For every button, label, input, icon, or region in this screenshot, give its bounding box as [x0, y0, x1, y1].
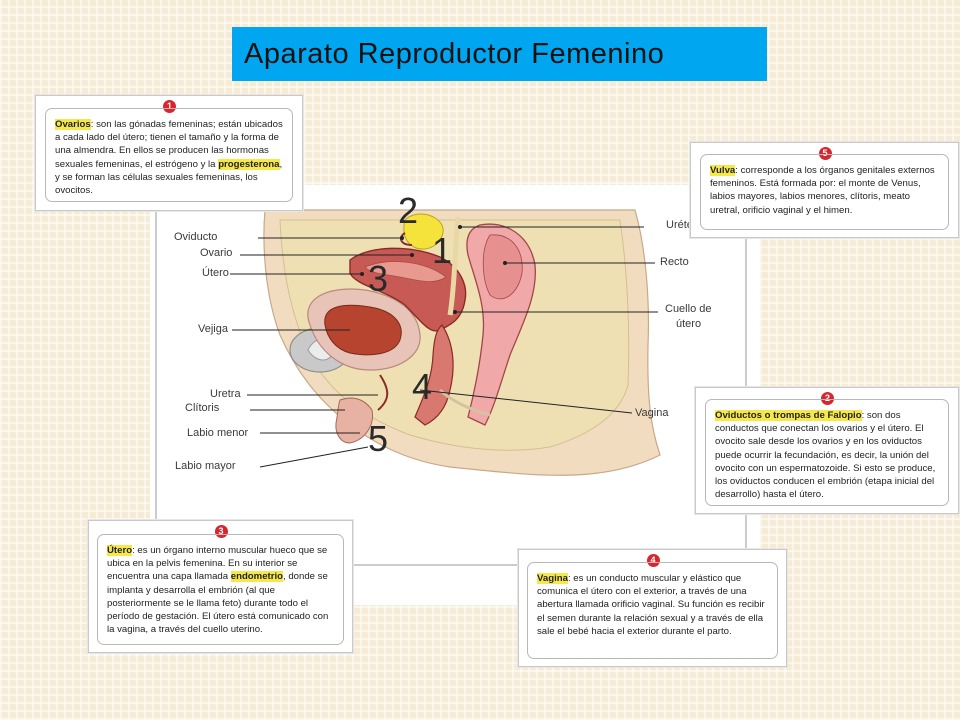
label-recto: Recto: [660, 256, 689, 268]
card-oviductos: 2 Oviductos o trompas de Falopio: son do…: [695, 387, 959, 514]
ovarios-desc-a: : son las gónadas femeninas; están ubica…: [55, 119, 283, 170]
badge-1: 1: [163, 100, 176, 113]
anatomy-illustration: [155, 209, 747, 566]
label-vagina: Vagina: [635, 407, 669, 419]
vulva-desc: : corresponde a los órganos genitales ex…: [710, 165, 935, 216]
marker-5: 5: [368, 418, 389, 459]
card-ovarios-text: Ovarios: son las gónadas femeninas; está…: [45, 108, 293, 202]
term-oviductos: Oviductos o trompas de Falopio: [715, 410, 862, 421]
anatomy-figure: Oviducto Ovario Útero Vejiga Uretra Clít…: [150, 185, 760, 605]
utero-desc-b: , donde se implanta y desarrolla el embr…: [107, 571, 329, 636]
marker-1: 1: [432, 230, 453, 271]
term-endometrio: endometrio: [230, 571, 283, 583]
label-labio-mayor: Labio mayor: [175, 460, 236, 472]
card-vulva-text: Vulva: corresponde a los órganos genital…: [700, 154, 949, 230]
card-ovarios: 1 Ovarios: son las gónadas femeninas; es…: [35, 95, 303, 211]
label-vejiga: Vejiga: [198, 323, 228, 335]
label-utero: Útero: [202, 267, 229, 279]
slide-title: Aparato Reproductor Femenino: [232, 27, 767, 81]
label-ureter: Uréter: [666, 219, 697, 231]
label-labio-menor: Labio menor: [187, 427, 249, 439]
card-vulva: 5 Vulva: corresponde a los órganos genit…: [690, 142, 959, 238]
label-cuello-de: Cuello de: [665, 303, 712, 315]
term-progesterona: progesterona: [218, 158, 280, 170]
term-vagina: Vagina: [537, 573, 568, 584]
card-oviductos-text: Oviductos o trompas de Falopio: son dos …: [705, 399, 949, 506]
badge-5: 5: [818, 147, 832, 160]
badge-4: 4: [646, 554, 660, 567]
label-cuello-utero: útero: [676, 318, 702, 330]
label-oviducto: Oviducto: [174, 231, 218, 243]
label-uretra: Uretra: [210, 388, 241, 400]
term-ovarios: Ovarios: [55, 119, 91, 130]
badge-2: 2: [821, 392, 834, 405]
card-utero: 3 Útero: es un órgano interno muscular h…: [88, 520, 353, 653]
card-utero-text: Útero: es un órgano interno muscular hue…: [97, 534, 344, 645]
card-vagina: 4 Vagina: es un conducto muscular y elás…: [518, 549, 787, 667]
marker-4: 4: [412, 366, 433, 407]
marker-2: 2: [398, 190, 419, 231]
utero-desc-a: : es un órgano interno muscular hueco qu…: [107, 545, 328, 583]
ovarios-desc-b: , y se forman las células sexuales femen…: [55, 158, 283, 197]
term-vulva: Vulva: [710, 165, 736, 176]
label-ovario: Ovario: [200, 247, 233, 259]
marker-3: 3: [368, 258, 389, 299]
card-vagina-text: Vagina: es un conducto muscular y elásti…: [527, 562, 778, 659]
oviductos-desc: : son dos conductos que conectan los ova…: [715, 410, 936, 501]
label-clitoris: Clítoris: [185, 402, 220, 414]
vagina-desc: : es un conducto muscular y elástico que…: [537, 573, 765, 637]
term-utero: Útero: [107, 545, 133, 556]
